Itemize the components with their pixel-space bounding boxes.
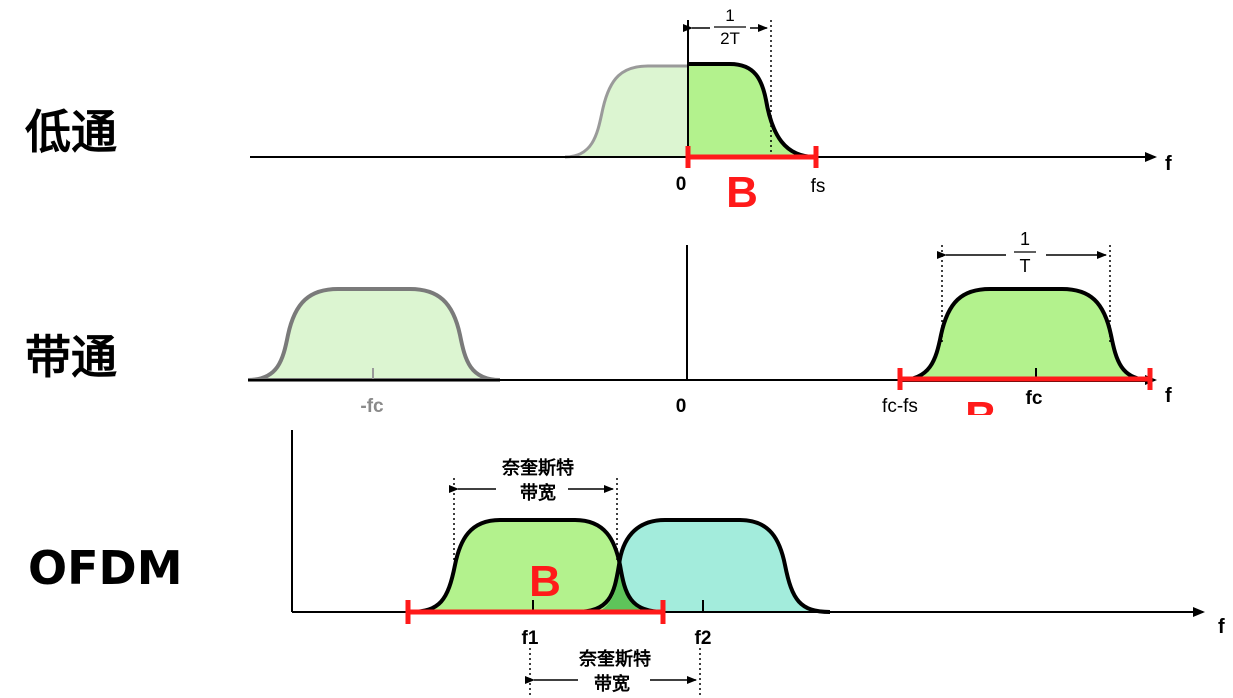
ofdm-bottom-nyquist-line2: 带宽 (594, 673, 630, 695)
ofdm-axis-f-label: f (1218, 616, 1225, 638)
lowpass-main-pulse-edge (688, 62, 816, 159)
ofdm-top-nyquist-bg (496, 478, 568, 504)
bandpass-origin-label: 0 (676, 396, 687, 417)
bandpass-width-numerator: 1 (1020, 229, 1030, 249)
bandpass-fc-fs-label: fc-fs (882, 396, 918, 417)
lowpass-origin-label: 0 (676, 174, 687, 195)
bandpass-neg-center-label: -fc (360, 396, 384, 417)
bandpass-row-label: 带通 (25, 330, 117, 384)
lowpass-bandwidth-label: B (726, 168, 758, 217)
ofdm-subcarrier-1-edge (409, 518, 666, 614)
bandpass-axis-f-label: f (1165, 385, 1172, 407)
lowpass-row-label: 低通 (25, 105, 117, 159)
bandpass-bandwidth-label: B (965, 393, 997, 442)
bandpass-width-denominator: T (1020, 256, 1031, 276)
ofdm-f2-label: f2 (695, 628, 712, 649)
ofdm-f1-label: f1 (522, 628, 539, 649)
lowpass-main-pulse (688, 64, 815, 157)
bandpass-row: 带通 f 1 T -fc 0 fc-fs fc B (25, 226, 1172, 442)
ofdm-subcarrier-2-edge (574, 518, 831, 614)
lowpass-width-denominator: 2T (720, 29, 740, 48)
lowpass-mirror-pulse-edge (564, 64, 688, 159)
ofdm-top-nyquist-line1: 奈奎斯特 (501, 457, 574, 479)
lowpass-axis-f-label: f (1165, 153, 1172, 175)
ofdm-bandwidth-label: B (529, 557, 561, 606)
ofdm-row-label: OFDM (28, 541, 183, 595)
lowpass-width-numerator: 1 (725, 6, 734, 25)
lowpass-fs-label: fs (811, 176, 826, 197)
ofdm-row: OFDM f 奈奎斯特 带宽 B f1 f2 (28, 430, 1225, 695)
ofdm-bottom-nyquist-bg (578, 668, 650, 694)
bandpass-positive-pulse (899, 287, 1151, 382)
bandpass-fc-label: fc (1026, 388, 1043, 409)
ofdm-subcarrier-1 (410, 520, 665, 612)
lowpass-mirror-pulse (565, 66, 688, 157)
ofdm-overlap-region (598, 570, 645, 612)
lowpass-row: 低通 f 1 2T 0 B fs (25, 5, 1172, 217)
ofdm-bottom-nyquist-line1: 奈奎斯特 (578, 648, 651, 670)
bandpass-negative-pulse (247, 287, 501, 382)
ofdm-top-nyquist-line2: 带宽 (520, 482, 556, 504)
